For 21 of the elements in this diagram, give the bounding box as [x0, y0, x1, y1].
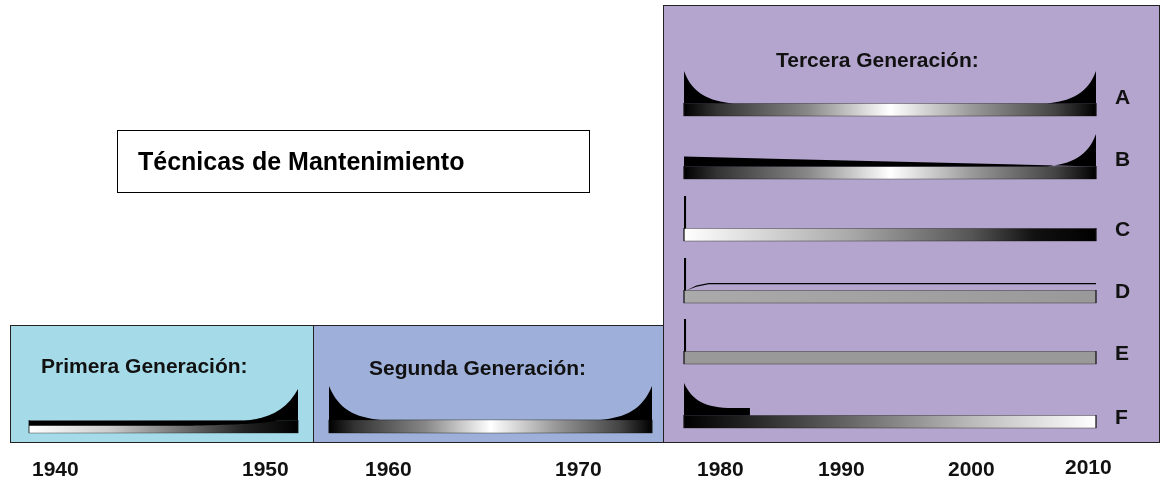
year-label: 2000	[948, 457, 995, 481]
generation-panel	[663, 5, 1160, 443]
curve-letter: F	[1115, 405, 1128, 429]
panel-heading: Segunda Generación:	[369, 356, 587, 380]
curve-letter: B	[1115, 147, 1131, 171]
curve-letter: D	[1115, 279, 1131, 303]
curve-letter: C	[1115, 217, 1131, 241]
generation-panel	[10, 325, 314, 443]
curve-letter: E	[1115, 341, 1129, 365]
year-label: 1970	[555, 457, 602, 481]
title-box: Técnicas de Mantenimiento	[117, 130, 590, 193]
panel-heading: Tercera Generación:	[776, 48, 979, 72]
year-label: 1980	[697, 457, 744, 481]
curve-letter: A	[1115, 85, 1131, 109]
year-label: 1950	[242, 457, 289, 481]
year-label: 1940	[32, 457, 79, 481]
generation-panel	[313, 325, 664, 443]
panel-heading: Primera Generación:	[41, 354, 248, 378]
year-label: 1960	[365, 457, 412, 481]
year-label: 1990	[818, 457, 865, 481]
year-label: 2010	[1065, 455, 1112, 479]
